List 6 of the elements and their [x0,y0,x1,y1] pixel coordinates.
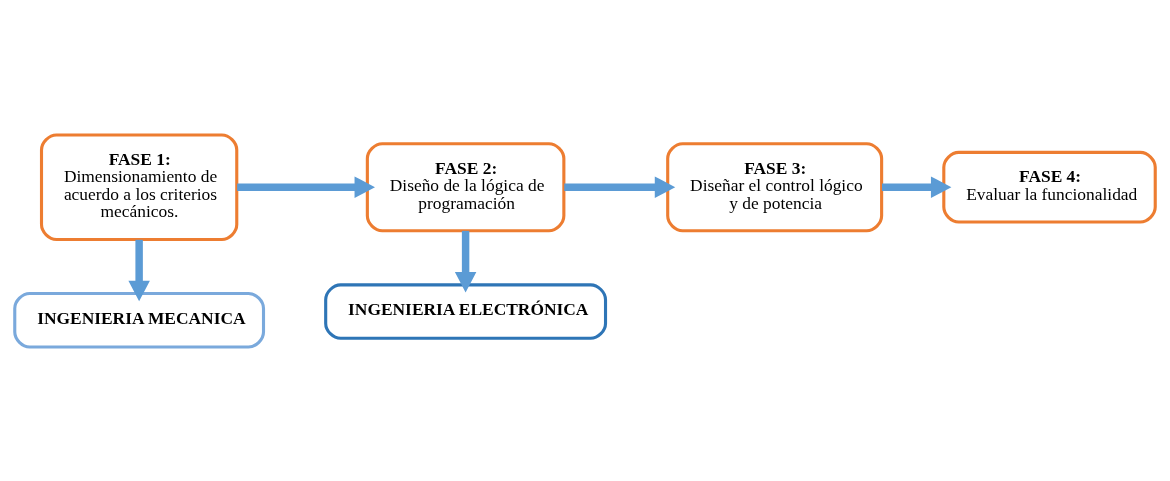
node-box: FASE 4: Evaluar la funcionalidad [942,150,1157,224]
node-box: FASE 3: Diseñar el control lógico y de potencia [666,141,884,232]
node-box: FASE 2: Diseño de la lógica de programación [365,141,566,232]
node-box: INGENIERIA MECANICA [13,291,266,349]
node-box: INGENIERIA ELECTRÓNICA [324,282,608,340]
node-box: FASE 1: Dimensionamiento de acuerdo a los criterios mecánicos. [39,132,239,241]
